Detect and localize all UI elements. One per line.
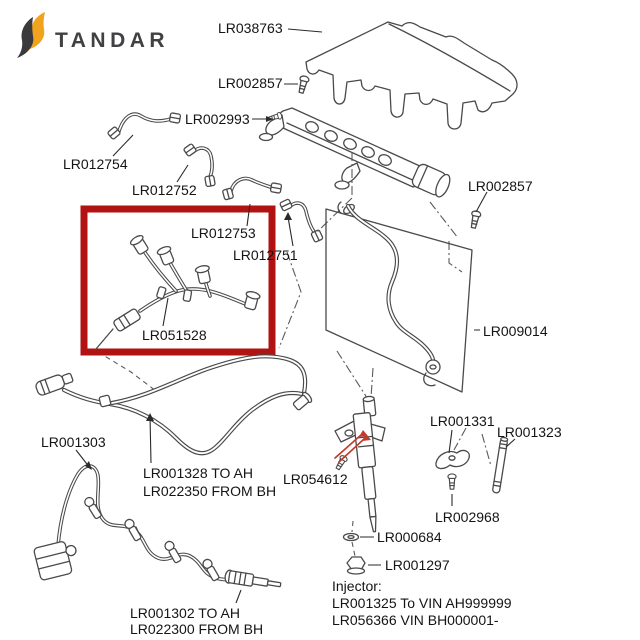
label-lr051528[interactable]: LR051528 <box>142 327 207 343</box>
label-lr012752[interactable]: LR012752 <box>132 182 197 198</box>
reference-dashed-line <box>97 351 157 392</box>
label-lr009014[interactable]: LR009014 <box>483 323 548 339</box>
label-lr012751[interactable]: LR012751 <box>233 247 298 263</box>
injector-note-line1: LR001325 To VIN AH999999 <box>332 595 512 611</box>
leader-lines <box>75 28 516 604</box>
injector-note-line2: LR056366 VIN BH000001- <box>332 612 499 628</box>
label-lr001331[interactable]: LR001331 <box>430 413 495 429</box>
label-lr022300-from-bh[interactable]: LR022300 FROM BH <box>130 621 263 637</box>
fuel-hose-lr001328 <box>35 356 313 453</box>
injector-note-title: Injector: <box>332 578 382 594</box>
bolt-lr002857-right <box>468 209 482 230</box>
label-lr054612[interactable]: LR054612 <box>283 471 348 487</box>
return-hose-box-lr009014 <box>325 201 473 393</box>
glow-plug-lr001302 <box>224 569 282 588</box>
bolt-lr002968 <box>447 473 457 490</box>
label-lr002857-right[interactable]: LR002857 <box>468 178 533 194</box>
label-lr002857-top[interactable]: LR002857 <box>218 75 283 91</box>
glow-plug-harness-lr001303 <box>33 464 282 588</box>
injector-pipe-lr012753 <box>221 176 283 201</box>
injector-drawing <box>333 395 386 575</box>
injector-note: Injector: LR001325 To VIN AH999999 LR056… <box>332 578 512 628</box>
highlight-box <box>80 205 276 356</box>
injector-pipe-lr012752 <box>182 142 216 188</box>
nut-lr001297 <box>346 556 366 575</box>
label-lr002993[interactable]: LR002993 <box>185 111 250 127</box>
label-lr022350-from-bh[interactable]: LR022350 FROM BH <box>143 483 276 499</box>
label-lr012754[interactable]: LR012754 <box>63 156 128 172</box>
injector-pipe-lr012754 <box>106 112 182 141</box>
leak-off-pipe-lr051528 <box>95 233 262 350</box>
label-lr038763[interactable]: LR038763 <box>218 20 283 36</box>
brand-name: TANDAR <box>55 29 169 52</box>
label-lr001297[interactable]: LR001297 <box>385 557 450 573</box>
brand-logo: TANDAR <box>17 12 169 58</box>
bolt-lr002857-top <box>296 74 311 95</box>
label-lr000684[interactable]: LR000684 <box>377 529 442 545</box>
highlight-arrows <box>334 434 365 463</box>
label-lr002968[interactable]: LR002968 <box>435 509 500 525</box>
rail-pressure-sensor <box>411 163 451 198</box>
valve-cover-drawing <box>305 21 518 130</box>
stud-lr001323 <box>492 436 509 494</box>
injector-clamp-lr001331 <box>435 449 470 470</box>
label-lr001323[interactable]: LR001323 <box>497 424 562 440</box>
label-lr001328-to-ah[interactable]: LR001328 TO AH <box>143 465 253 481</box>
injector-pipe-lr012751 <box>278 198 324 244</box>
fuel-rail-drawing <box>258 107 451 198</box>
logo-s-icon <box>27 12 45 50</box>
label-lr012753[interactable]: LR012753 <box>191 225 256 241</box>
label-lr001302-to-ah[interactable]: LR001302 TO AH <box>130 605 240 621</box>
label-lr001303[interactable]: LR001303 <box>41 434 106 450</box>
logo-s-icon-dark <box>17 17 34 58</box>
reference-dash-lines <box>278 152 492 467</box>
